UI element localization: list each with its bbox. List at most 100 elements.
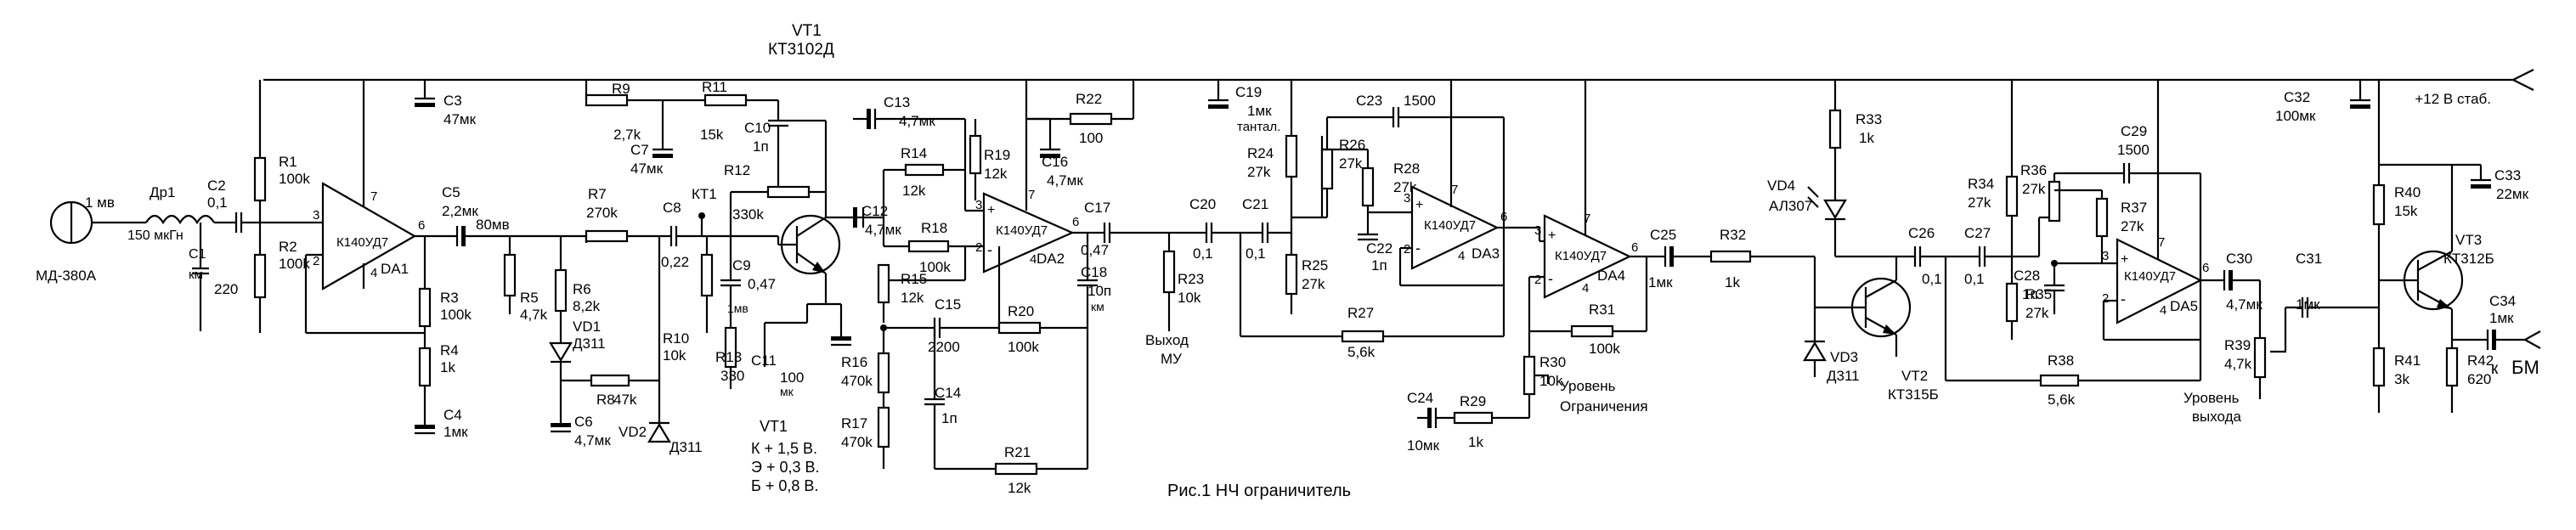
svg-text:Уровень: Уровень bbox=[1560, 378, 1616, 394]
svg-text:R9: R9 bbox=[612, 81, 630, 97]
svg-text:К140УД7: К140УД7 bbox=[996, 223, 1048, 238]
svg-text:C27: C27 bbox=[1964, 225, 1991, 241]
svg-text:КТ312Б: КТ312Б bbox=[2443, 251, 2494, 267]
svg-text:R25: R25 bbox=[1302, 257, 1328, 273]
svg-text:1п: 1п bbox=[2022, 286, 2038, 302]
svg-text:мк: мк bbox=[780, 385, 794, 398]
svg-text:10п: 10п bbox=[1087, 283, 1111, 299]
svg-text:C14: C14 bbox=[935, 385, 961, 401]
svg-text:0,47: 0,47 bbox=[1081, 242, 1109, 258]
svg-text:-: - bbox=[1548, 270, 1553, 287]
svg-text:МУ: МУ bbox=[1161, 351, 1182, 367]
svg-text:220: 220 bbox=[214, 281, 238, 297]
svg-text:VT1: VT1 bbox=[760, 418, 788, 435]
svg-text:C9: C9 bbox=[732, 257, 751, 273]
svg-text:Выход: Выход bbox=[1145, 332, 1189, 348]
svg-text:C7: C7 bbox=[630, 142, 649, 158]
svg-text:C21: C21 bbox=[1242, 196, 1268, 212]
svg-text:К140УД7: К140УД7 bbox=[1555, 249, 1607, 263]
svg-text:R36: R36 bbox=[2020, 162, 2047, 178]
svg-text:0,1: 0,1 bbox=[207, 195, 228, 211]
svg-text:R2: R2 bbox=[279, 239, 297, 255]
svg-text:R17: R17 bbox=[841, 415, 867, 431]
svg-text:R7: R7 bbox=[588, 186, 607, 202]
svg-text:C18: C18 bbox=[1081, 264, 1107, 280]
svg-text:10k: 10k bbox=[663, 347, 686, 364]
svg-text:R4: R4 bbox=[440, 342, 459, 358]
svg-text:1мк: 1мк bbox=[2296, 296, 2320, 313]
da1-block: R1 100k R2 100k К140УД7 DA1 3 2 7 4 6 R3… bbox=[253, 80, 477, 440]
svg-text:1500: 1500 bbox=[2117, 142, 2149, 158]
svg-text:R33: R33 bbox=[1856, 111, 1882, 127]
svg-text:1п: 1п bbox=[941, 410, 958, 426]
svg-text:R24: R24 bbox=[1247, 145, 1274, 161]
svg-text:100k: 100k bbox=[1589, 341, 1620, 357]
svg-text:10k: 10k bbox=[1178, 290, 1201, 306]
svg-text:VD4: VD4 bbox=[1767, 178, 1795, 194]
svg-text:C8: C8 bbox=[663, 200, 681, 216]
svg-text:R20: R20 bbox=[1008, 303, 1034, 319]
svg-text:C20: C20 bbox=[1189, 196, 1216, 212]
svg-text:-: - bbox=[987, 241, 992, 258]
dr1-coil bbox=[145, 214, 215, 225]
da3-block: C19 1мк тантал. C20 0,1 C21 0,1 R27 5,6k… bbox=[1169, 80, 1539, 360]
svg-text:VT3: VT3 bbox=[2455, 232, 2482, 248]
svg-text:R41: R41 bbox=[2394, 352, 2421, 369]
svg-text:+: + bbox=[2121, 252, 2128, 267]
svg-text:АЛ307: АЛ307 bbox=[1769, 198, 1812, 214]
svg-text:7: 7 bbox=[2158, 235, 2165, 250]
figure-caption: Рис.1 НЧ ограничитель bbox=[1167, 482, 1351, 500]
svg-text:1мк: 1мк bbox=[1247, 103, 1272, 119]
svg-text:R34: R34 bbox=[1968, 176, 1994, 192]
svg-text:К + 1,5 В.: К + 1,5 В. bbox=[751, 440, 817, 457]
svg-text:12k: 12k bbox=[984, 166, 1008, 182]
svg-text:3: 3 bbox=[975, 198, 982, 212]
svg-text:100k: 100k bbox=[440, 307, 472, 323]
svg-text:К140УД7: К140УД7 bbox=[2124, 269, 2176, 284]
vd4-led bbox=[1823, 199, 1847, 220]
svg-text:R1: R1 bbox=[279, 154, 297, 170]
svg-text:C19: C19 bbox=[1235, 84, 1262, 100]
svg-text:DA3: DA3 bbox=[1472, 245, 1500, 262]
svg-text:270k: 270k bbox=[586, 205, 618, 221]
svg-text:C13: C13 bbox=[884, 94, 910, 110]
svg-text:Д311: Д311 bbox=[669, 439, 703, 455]
svg-text:27k: 27k bbox=[1247, 164, 1271, 180]
svg-text:10мк: 10мк bbox=[1407, 437, 1440, 454]
svg-text:1п: 1п bbox=[1371, 257, 1387, 273]
svg-text:R23: R23 bbox=[1178, 271, 1204, 287]
svg-text:C1: C1 bbox=[189, 247, 206, 262]
svg-text:1мк: 1мк bbox=[443, 424, 468, 440]
svg-text:C34: C34 bbox=[2489, 293, 2516, 309]
svg-text:100k: 100k bbox=[279, 256, 310, 272]
vd3-diode bbox=[1803, 341, 1827, 362]
svg-text:R22: R22 bbox=[1076, 91, 1102, 107]
svg-text:22мк: 22мк bbox=[2496, 186, 2529, 202]
svg-text:км: км bbox=[189, 268, 203, 282]
svg-text:R15: R15 bbox=[901, 271, 927, 287]
svg-text:R19: R19 bbox=[984, 147, 1010, 163]
svg-text:12k: 12k bbox=[902, 183, 926, 199]
svg-text:R10: R10 bbox=[663, 330, 689, 347]
svg-text:R30: R30 bbox=[1539, 354, 1566, 370]
vt2-stage: VD3 Д311 VT2 КТ315Б R33 1k VD4 АЛ307 C26… bbox=[1767, 80, 1963, 403]
svg-text:C3: C3 bbox=[443, 93, 462, 109]
svg-text:0,47: 0,47 bbox=[748, 276, 776, 292]
svg-text:R29: R29 bbox=[1460, 393, 1486, 409]
output-stage: C30 4,7мк R39 4,7k Уровень выхода C31 1м… bbox=[2183, 80, 2541, 425]
svg-text:+: + bbox=[987, 203, 995, 217]
svg-text:3: 3 bbox=[2102, 249, 2109, 263]
svg-text:4: 4 bbox=[1030, 252, 1037, 267]
svg-text:R12: R12 bbox=[724, 162, 750, 178]
svg-text:R6: R6 bbox=[573, 281, 591, 297]
svg-text:Б + 0,8 В.: Б + 0,8 В. bbox=[751, 477, 818, 494]
svg-text:C22: C22 bbox=[1366, 240, 1393, 257]
svg-text:км: км bbox=[1091, 300, 1104, 313]
svg-text:330k: 330k bbox=[732, 206, 764, 223]
svg-text:1500: 1500 bbox=[1404, 93, 1436, 109]
svg-text:4,7мк: 4,7мк bbox=[1047, 172, 1083, 189]
svg-text:Э + 0,3 В.: Э + 0,3 В. bbox=[751, 459, 819, 476]
svg-text:C33: C33 bbox=[2494, 167, 2521, 183]
svg-text:1мк: 1мк bbox=[2489, 310, 2514, 326]
svg-text:7: 7 bbox=[1584, 211, 1590, 226]
